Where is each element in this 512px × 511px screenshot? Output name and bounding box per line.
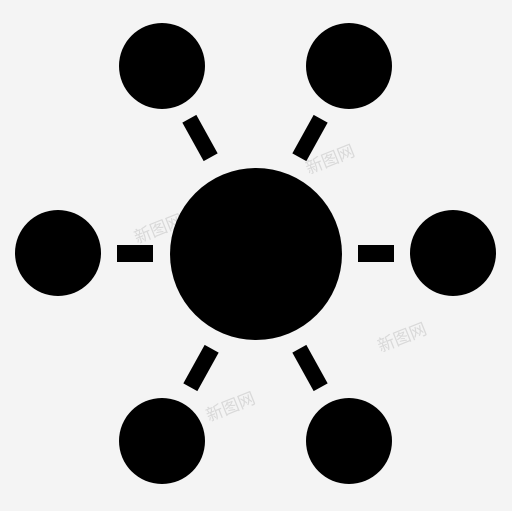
nodes (15, 23, 496, 484)
watermark-text-3: 新图网 (203, 389, 258, 427)
node-top-right (306, 23, 392, 109)
connector-bottom-left (183, 344, 219, 392)
hub-node (170, 168, 342, 340)
connector-right (358, 245, 394, 262)
watermark-text-4: 新图网 (375, 319, 430, 357)
connector-bottom-right (292, 344, 328, 392)
node-left (15, 210, 101, 296)
node-top-left (119, 23, 205, 109)
node-bottom-left (119, 398, 205, 484)
node-right (410, 210, 496, 296)
node-bottom-right (306, 398, 392, 484)
connector-top-right (292, 114, 328, 162)
connectors (117, 114, 394, 392)
connector-left (117, 245, 153, 262)
connector-top-left (182, 114, 218, 162)
